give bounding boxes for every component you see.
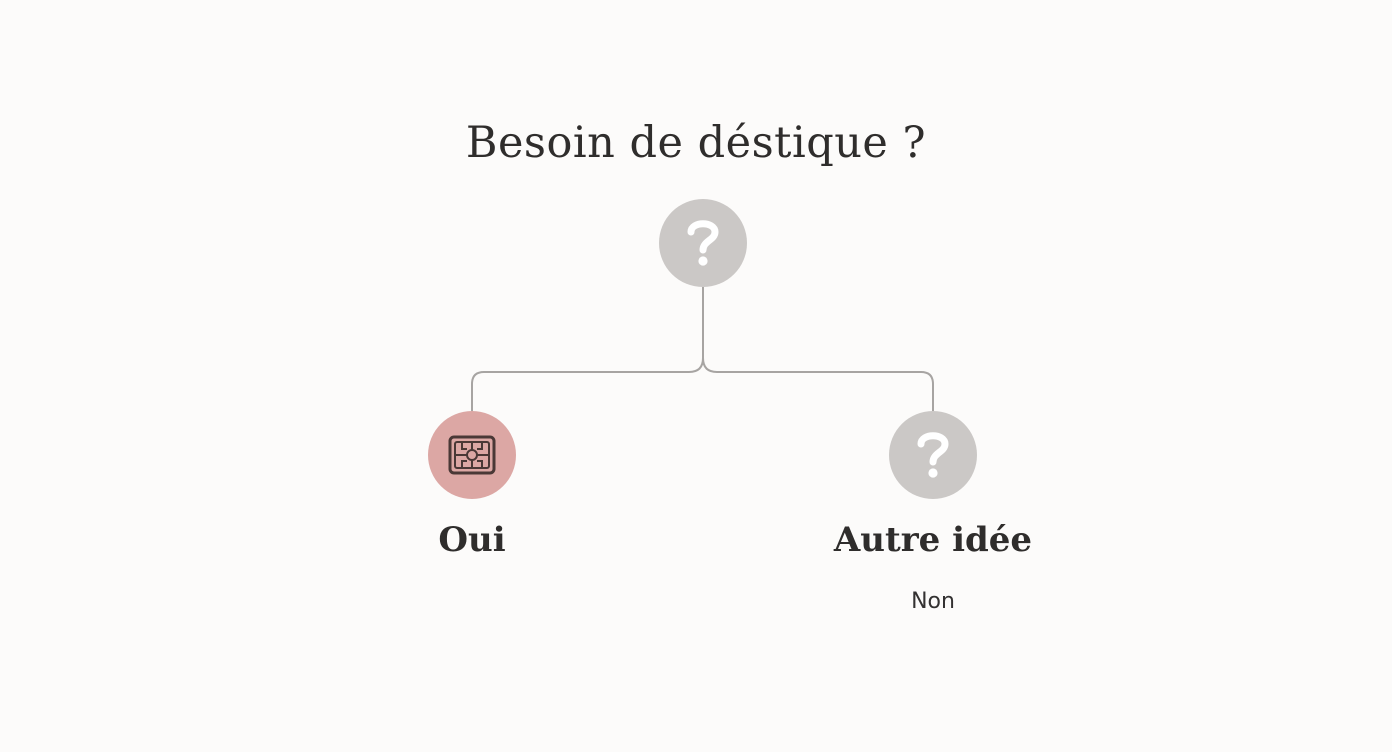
connector-right-branch (702, 357, 934, 411)
yes-node (428, 411, 516, 499)
chip-icon (448, 435, 496, 475)
diagram-title: Besoin de déstique ? (465, 118, 927, 168)
other-idea-label: Autre idée (833, 520, 1033, 560)
other-idea-node (889, 411, 977, 499)
yes-label: Oui (438, 520, 506, 560)
question-mark-icon (913, 429, 953, 481)
question-mark-icon (683, 217, 723, 269)
root-question-node (659, 199, 747, 287)
connector-trunk (688, 287, 704, 373)
no-sublabel: Non (911, 589, 955, 614)
connector-left-branch (471, 371, 689, 411)
